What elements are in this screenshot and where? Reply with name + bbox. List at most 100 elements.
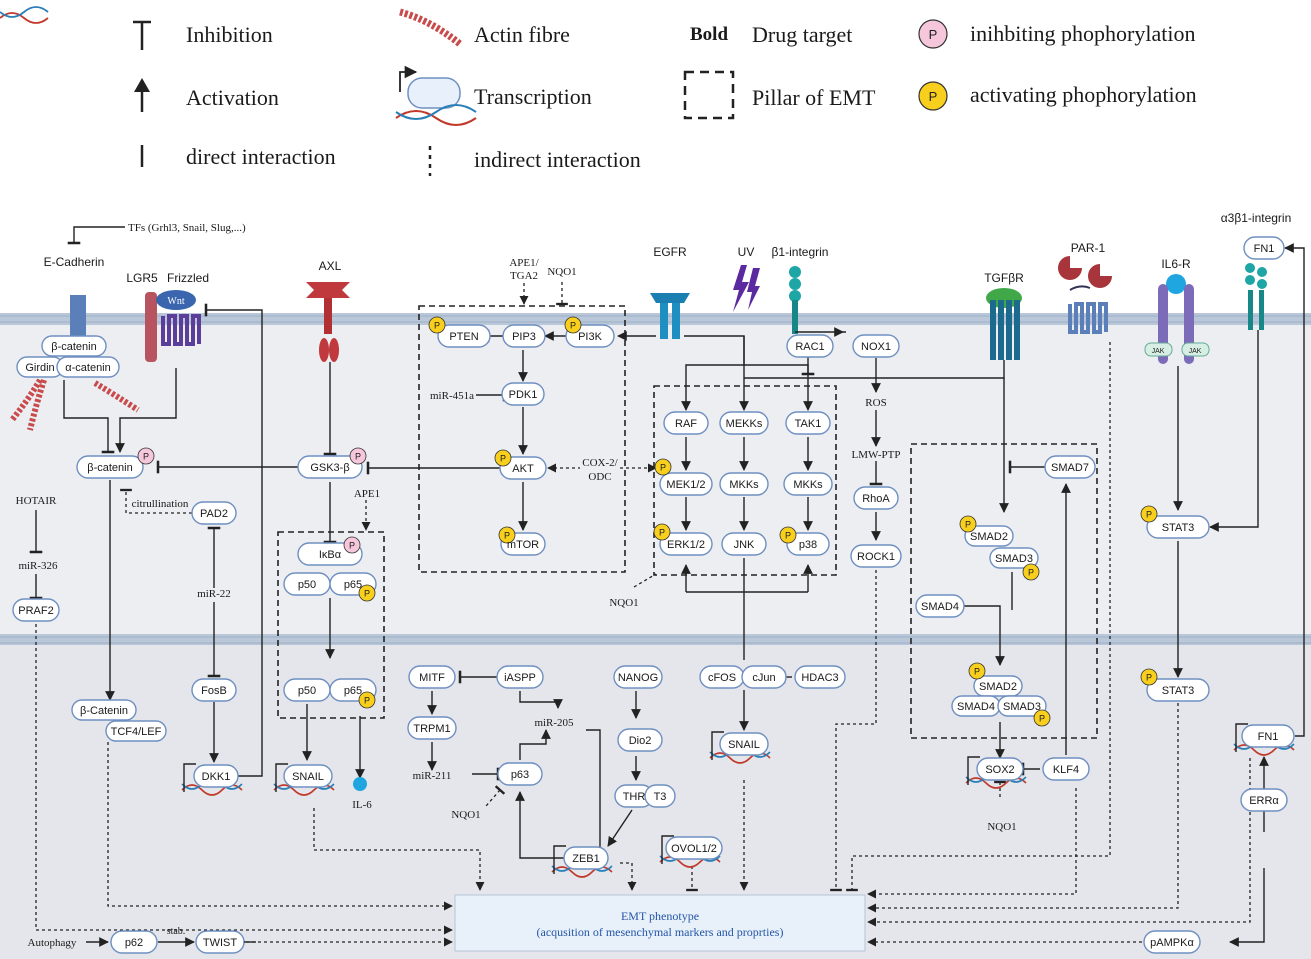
node-label-mekks: MEKKs (726, 418, 763, 430)
label-notes-ape1-tga2-b: TGA2 (510, 270, 538, 282)
node-label-mkks1: MKKs (729, 479, 759, 491)
dna-motifs (0, 7, 48, 23)
inhibiting-phosphorylation-marker: P (344, 537, 360, 553)
node-label-stat3: STAT3 (1162, 522, 1195, 534)
node-label-snail2: SNAIL (728, 739, 760, 751)
node-label-raf: RAF (675, 418, 697, 430)
ecadherin-receptor (70, 295, 86, 339)
transcription-icon (396, 72, 476, 125)
legend-inhibition: Inhibition (186, 22, 273, 48)
uv-lightning-icon (733, 265, 760, 312)
svg-text:P: P (965, 520, 971, 530)
node-label-snail1: SNAIL (292, 771, 324, 783)
node-label-akt: AKT (512, 463, 534, 475)
node-label-smad3b: SMAD3 (1003, 701, 1041, 713)
label-notes-mir22: miR-22 (197, 588, 231, 600)
inhibiting-phosphorylation-marker: P (138, 448, 154, 464)
legend-p-activate: activating phophorylation (970, 82, 1197, 108)
node-label-ikba: IκBα (319, 549, 342, 561)
svg-text:P: P (660, 463, 666, 473)
node-label-rhoa: RhoA (862, 493, 890, 505)
node-label-p63: p63 (511, 769, 529, 781)
legend-indirect: indirect interaction (474, 147, 641, 173)
node-label-smad7: SMAD7 (1051, 462, 1089, 474)
svg-text:P: P (1146, 510, 1152, 520)
svg-text:P: P (974, 667, 980, 677)
node-label-p38: p38 (799, 539, 817, 551)
label-notes-autophagy: Autophagy (28, 937, 77, 949)
node-label-smad2: SMAD2 (970, 531, 1008, 543)
node-label-nanog: NANOG (618, 672, 658, 684)
node-label-trpm1: TRPM1 (413, 723, 450, 735)
node-label-zeb1: ZEB1 (572, 853, 600, 865)
node-label-p65b: p65 (344, 685, 362, 697)
label-notes-ape1: APE1 (354, 488, 380, 500)
node-label-jnk: JNK (734, 539, 755, 551)
activating-phosphorylation-marker: P (429, 317, 445, 333)
label-notes-odc: ODC (588, 471, 611, 483)
label-notes-lmwptp: LMW-PTP (852, 449, 901, 461)
legend-transcription: Transcription (474, 84, 592, 110)
svg-text:P: P (1028, 568, 1034, 578)
label-notes-cox2: COX-2/ (582, 457, 618, 469)
label-notes-stab: stab. (167, 926, 186, 937)
node-label-smad3: SMAD3 (995, 553, 1033, 565)
label-notes-mir211: miR-211 (413, 770, 452, 782)
node-label-tak1: TAK1 (795, 418, 822, 430)
svg-text:P: P (143, 452, 149, 462)
label-emt-subtitle: (acqusition of mesenchymal markers and p… (537, 925, 784, 939)
node-label-smad4: SMAD4 (921, 601, 959, 613)
node-label-pi3k: PI3K (578, 331, 603, 343)
node-label-fn1: FN1 (1258, 731, 1279, 743)
node-label-t3: T3 (654, 791, 667, 803)
label-notes-nqo1: NQO1 (451, 809, 480, 821)
node-label-p65: p65 (344, 579, 362, 591)
node-label-fosb: FosB (201, 685, 227, 697)
label-notes-mir451a: miR-451a (430, 390, 474, 402)
node-label-p50: p50 (298, 579, 316, 591)
node-label-mkks2: MKKs (793, 479, 823, 491)
label-notes-hotair: HOTAIR (16, 495, 57, 507)
node-label-cjun: cJun (752, 672, 775, 684)
label-notes-mir205: miR-205 (534, 717, 574, 729)
node-label-pad2: PAD2 (200, 508, 228, 520)
label-notes-ros: ROS (865, 397, 886, 409)
legend-direct: direct interaction (186, 144, 336, 170)
node-label-dkk1: DKK1 (202, 771, 231, 783)
label-receptors-par1: PAR-1 (1071, 241, 1106, 255)
label-receptors-frizzled: Frizzled (167, 271, 209, 285)
node-label-nox1: NOX1 (861, 341, 891, 353)
actin-fibre-icon (400, 12, 460, 44)
activating-phosphorylation-marker: P (1141, 669, 1157, 685)
node-label-rac1: RAC1 (795, 341, 824, 353)
legend-activation: Activation (186, 85, 279, 111)
label-receptors-uv: UV (738, 245, 755, 259)
label-notes-il6: IL-6 (352, 799, 372, 811)
node-label-tcf4lef: TCF4/LEF (111, 726, 162, 738)
node-label-pdk1: PDK1 (509, 389, 538, 401)
node-label-p50b: p50 (298, 685, 316, 697)
inhibition-symbol (133, 22, 151, 50)
node-label-stat3b: STAT3 (1162, 685, 1195, 697)
svg-text:P: P (659, 528, 665, 538)
node-label-mitf: MITF (419, 672, 445, 684)
svg-text:P: P (434, 321, 440, 331)
tgfbr-receptor (986, 288, 1022, 360)
svg-text:P: P (570, 321, 576, 331)
node-label-praf2: PRAF2 (18, 605, 53, 617)
svg-text:P: P (364, 589, 370, 599)
label-receptors-tgfbr: TGFβR (984, 271, 1024, 285)
jak-label-2: JAK (1189, 348, 1202, 355)
legend-bold: Bold (690, 24, 728, 46)
emt-phenotype-box (455, 895, 865, 951)
node-label-p62: p62 (125, 937, 143, 949)
node-label-sox2: SOX2 (985, 764, 1014, 776)
node-label-erra: ERRα (1249, 795, 1279, 807)
node-label-pip3: PIP3 (512, 331, 536, 343)
node-label-cfos: cFOS (708, 672, 736, 684)
legend-drug-target: Drug target (752, 22, 852, 48)
svg-text:P: P (785, 531, 791, 541)
svg-text:P: P (929, 27, 938, 42)
il6-molecule (353, 777, 367, 791)
activating-phosphorylation-marker: P (960, 516, 976, 532)
